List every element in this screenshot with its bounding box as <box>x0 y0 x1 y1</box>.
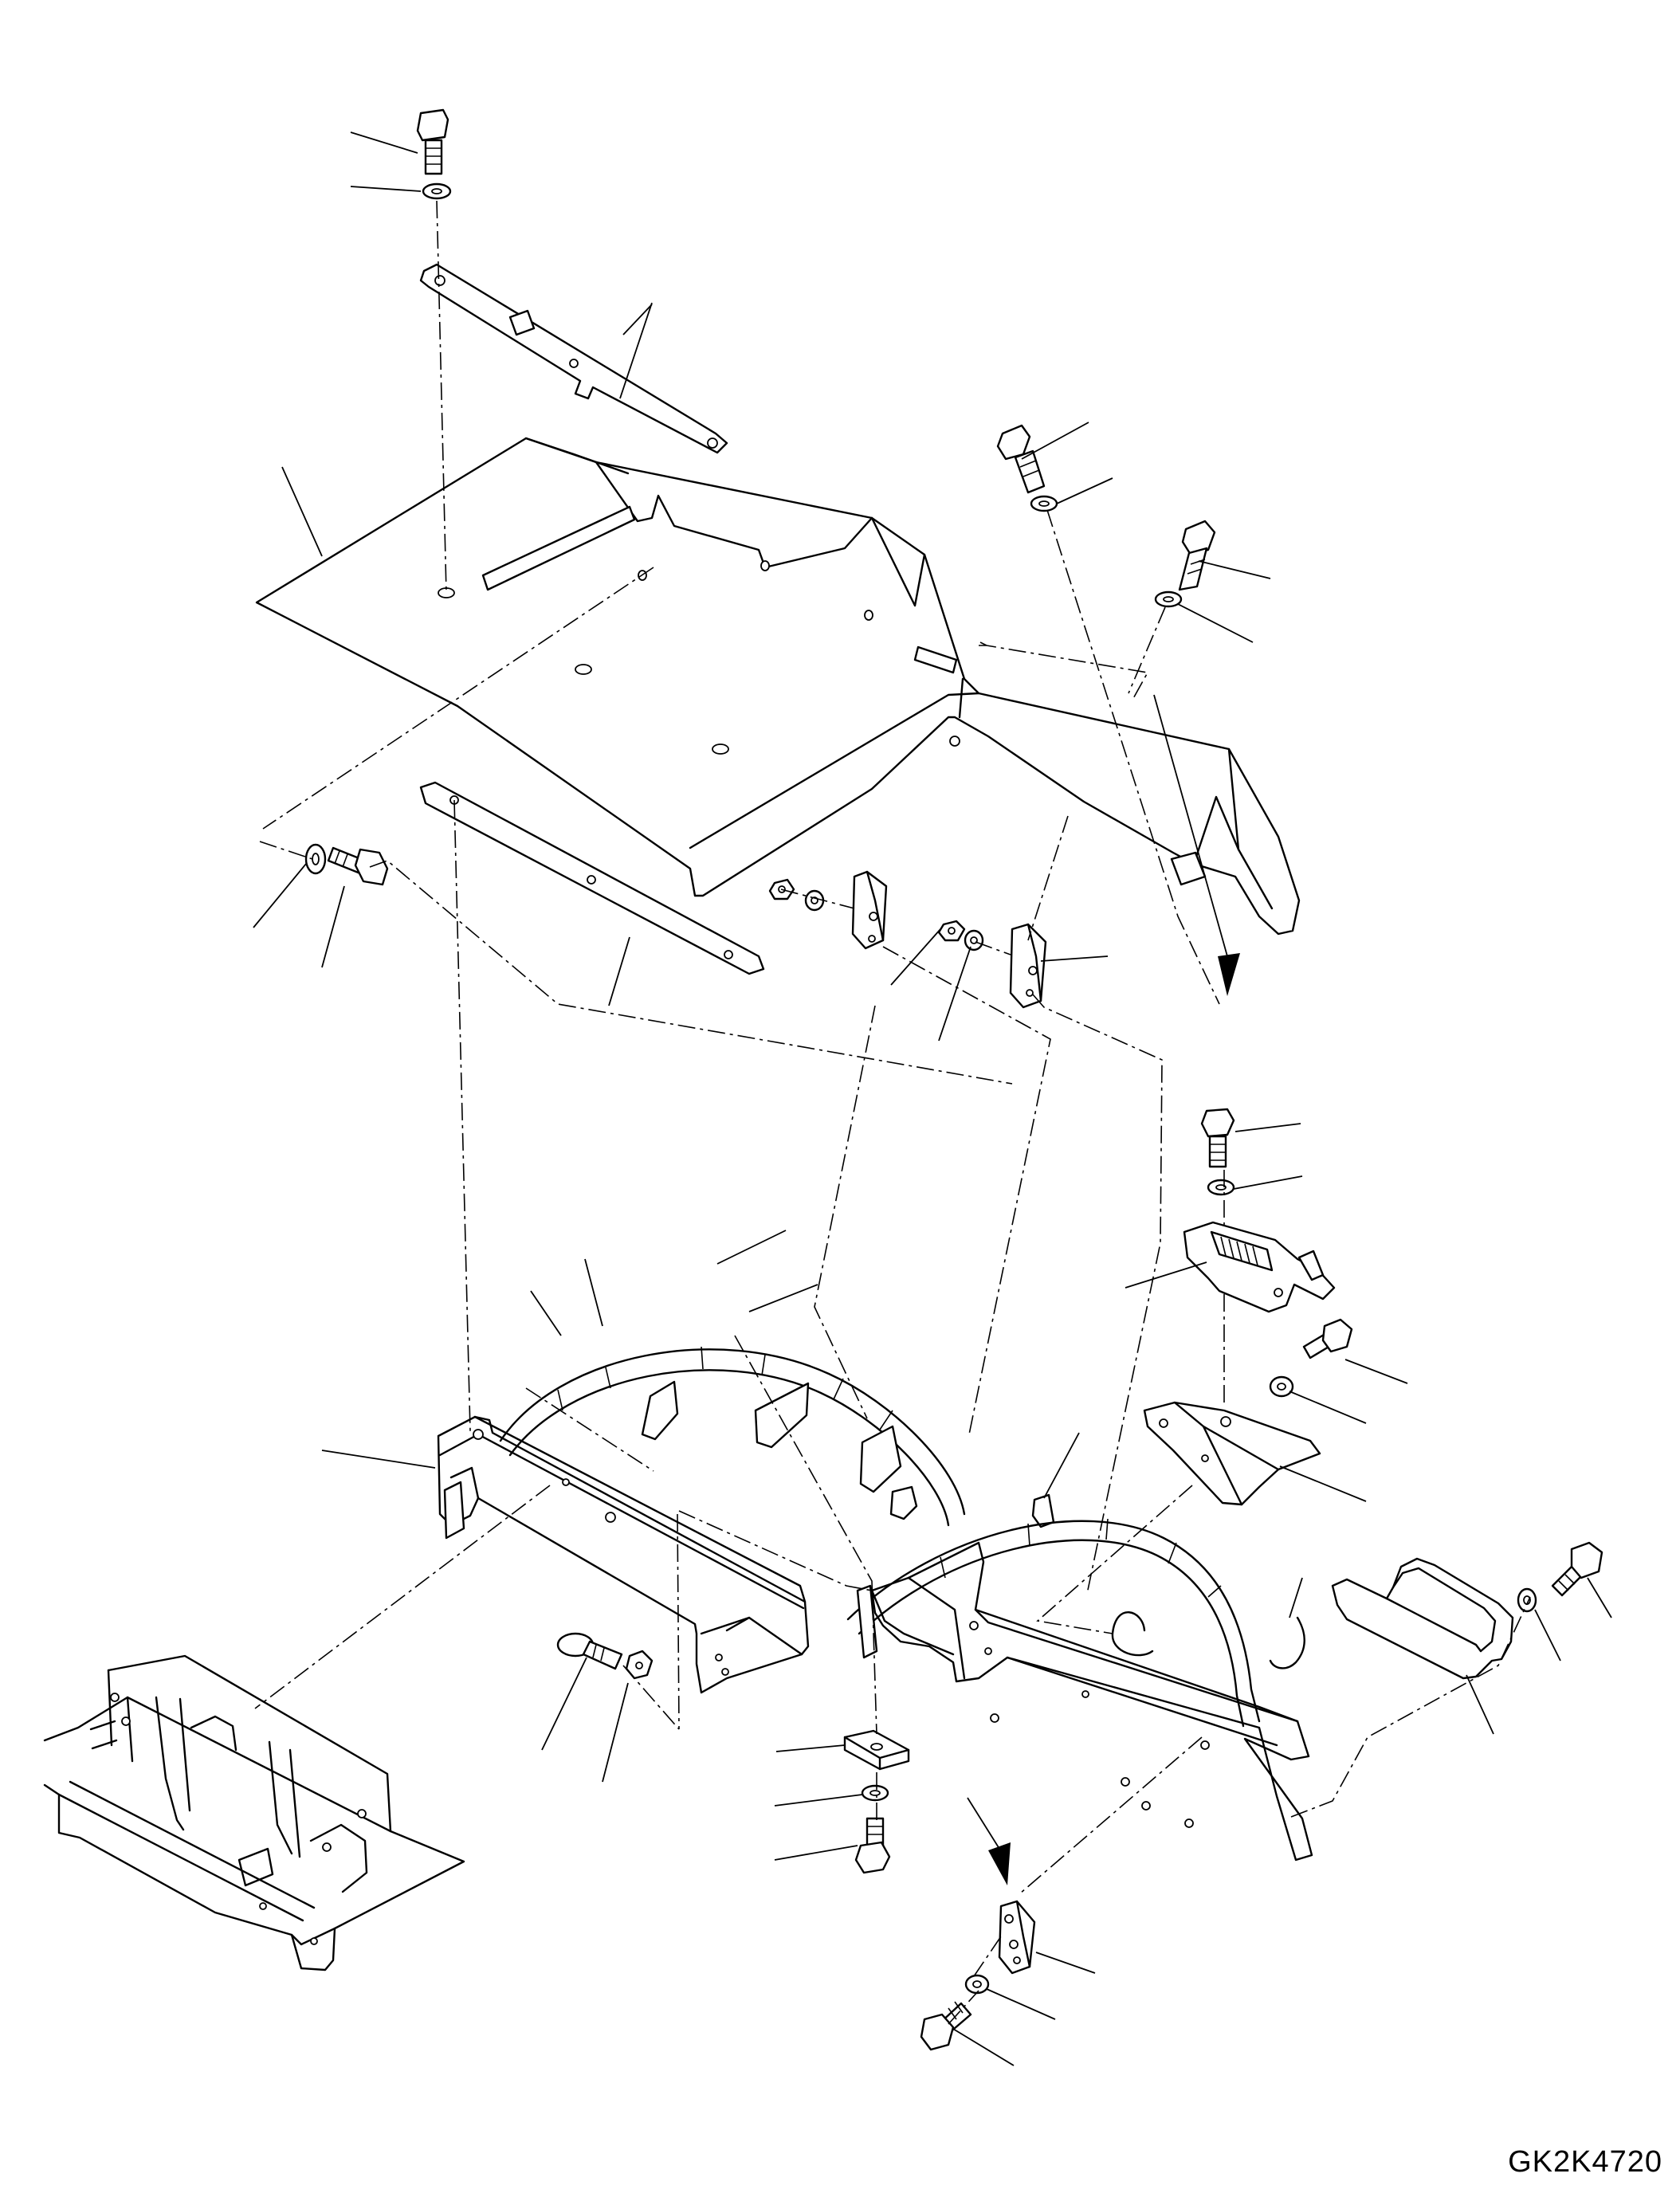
left-small-bracket <box>851 870 888 950</box>
machine-section <box>43 1654 465 1971</box>
left-washer <box>304 843 327 875</box>
left-nut-washer <box>804 889 825 912</box>
main-cover-panel <box>255 437 1301 936</box>
handle-washer <box>1517 1587 1537 1613</box>
pin-bolt <box>556 1632 623 1670</box>
catch-washer <box>1269 1375 1294 1398</box>
upper-right-washer-a <box>1030 495 1058 512</box>
pad-bolt <box>854 1817 891 1874</box>
drawing-code-label: GK2K4720 <box>1508 2145 1662 2179</box>
latch-catch-bracket <box>1143 1401 1321 1506</box>
top-strap <box>419 263 728 454</box>
right-nut-washer <box>964 929 984 951</box>
latch-bolt <box>1200 1108 1235 1168</box>
upper-right-washer-b <box>1154 590 1183 608</box>
bottom-washer <box>964 1974 990 1995</box>
pad-plate <box>843 1729 910 1771</box>
upper-right-bolt-a <box>996 424 1046 494</box>
pad-washer <box>861 1784 889 1802</box>
down-arrow-upper <box>1218 953 1240 996</box>
centerlines <box>254 200 1531 2025</box>
right-nut <box>937 920 966 942</box>
direction-arrows <box>967 694 1240 1885</box>
down-arrow-lower <box>988 1842 1011 1885</box>
handle <box>1331 1557 1514 1680</box>
bottom-bolt <box>920 2001 972 2051</box>
bottom-strap <box>419 781 765 975</box>
frame-assembly <box>437 1346 1313 1862</box>
top-bolt <box>416 108 449 175</box>
handle-bolt <box>1551 1541 1603 1597</box>
latch-washer <box>1207 1179 1235 1196</box>
right-small-bracket <box>1009 923 1047 1009</box>
upper-right-bolt-b <box>1178 520 1216 591</box>
latch <box>1183 1221 1336 1313</box>
catch-bolt <box>1302 1318 1353 1359</box>
bottom-bracket <box>998 1900 1036 1975</box>
leader-lines <box>253 131 1612 2066</box>
left-bolt <box>327 846 389 886</box>
top-washer <box>422 182 452 200</box>
